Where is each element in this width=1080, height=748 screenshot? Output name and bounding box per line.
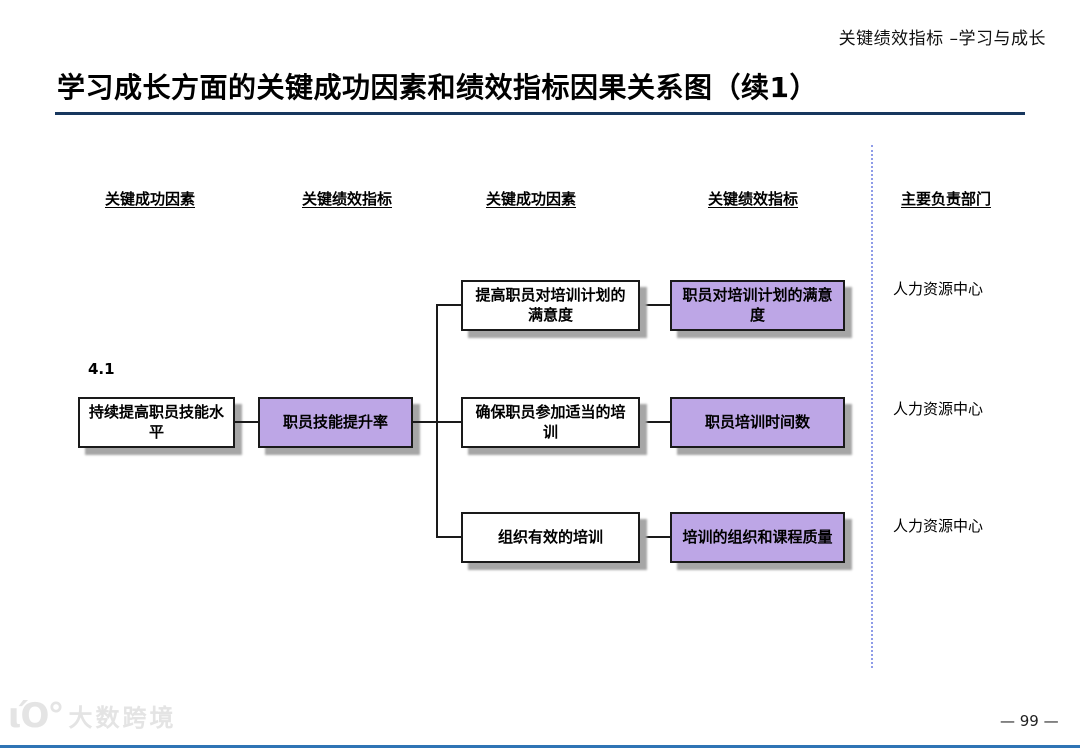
bottom-accent-bar — [0, 745, 1080, 748]
connector-root-csf-to-kpi — [235, 421, 258, 423]
column-header-kpi-left: 关键绩效指标 — [301, 190, 393, 208]
watermark-logo-icon: ιΌ° — [8, 695, 65, 736]
watermark-logo-text: 大数跨境 — [68, 704, 177, 732]
node-row3-kpi: 培训的组织和课程质量 — [670, 512, 845, 563]
node-row1-kpi: 职员对培训计划的满意度 — [670, 280, 845, 331]
connector-row1-csf-to-kpi — [640, 304, 670, 306]
node-row1-csf: 提高职员对培训计划的满意度 — [461, 280, 640, 331]
department-label-row2: 人力资源中心 — [893, 400, 984, 418]
title-underline-rule — [55, 112, 1025, 115]
slide-topic-label: 关键绩效指标 –学习与成长 — [838, 29, 1046, 49]
node-row2-csf: 确保职员参加适当的培训 — [461, 397, 640, 448]
column-header-csf-right: 关键成功因素 — [485, 190, 577, 208]
department-column-separator — [871, 145, 873, 668]
connector-branch-row2 — [436, 421, 461, 423]
connector-root-kpi-to-trunk — [413, 421, 438, 423]
page-number: — 99 — — [1000, 712, 1059, 730]
column-header-csf-left: 关键成功因素 — [104, 190, 196, 208]
node-root-kpi: 职员技能提升率 — [258, 397, 413, 448]
node-row3-csf: 组织有效的培训 — [461, 512, 640, 563]
page-title: 学习成长方面的关键成功因素和绩效指标因果关系图（续1） — [57, 71, 818, 104]
node-root-csf: 持续提高职员技能水平 — [78, 397, 235, 448]
connector-branch-row1 — [436, 304, 461, 306]
section-number: 4.1 — [88, 360, 115, 378]
department-label-row1: 人力资源中心 — [893, 280, 984, 298]
watermark-logo: ιΌ° 大数跨境 — [8, 698, 177, 733]
column-header-department: 主要负责部门 — [900, 190, 992, 208]
department-label-row3: 人力资源中心 — [893, 517, 984, 535]
connector-row3-csf-to-kpi — [640, 536, 670, 538]
connector-branch-row3 — [436, 536, 461, 538]
column-header-kpi-right: 关键绩效指标 — [707, 190, 799, 208]
connector-row2-csf-to-kpi — [640, 421, 670, 423]
node-row2-kpi: 职员培训时间数 — [670, 397, 845, 448]
